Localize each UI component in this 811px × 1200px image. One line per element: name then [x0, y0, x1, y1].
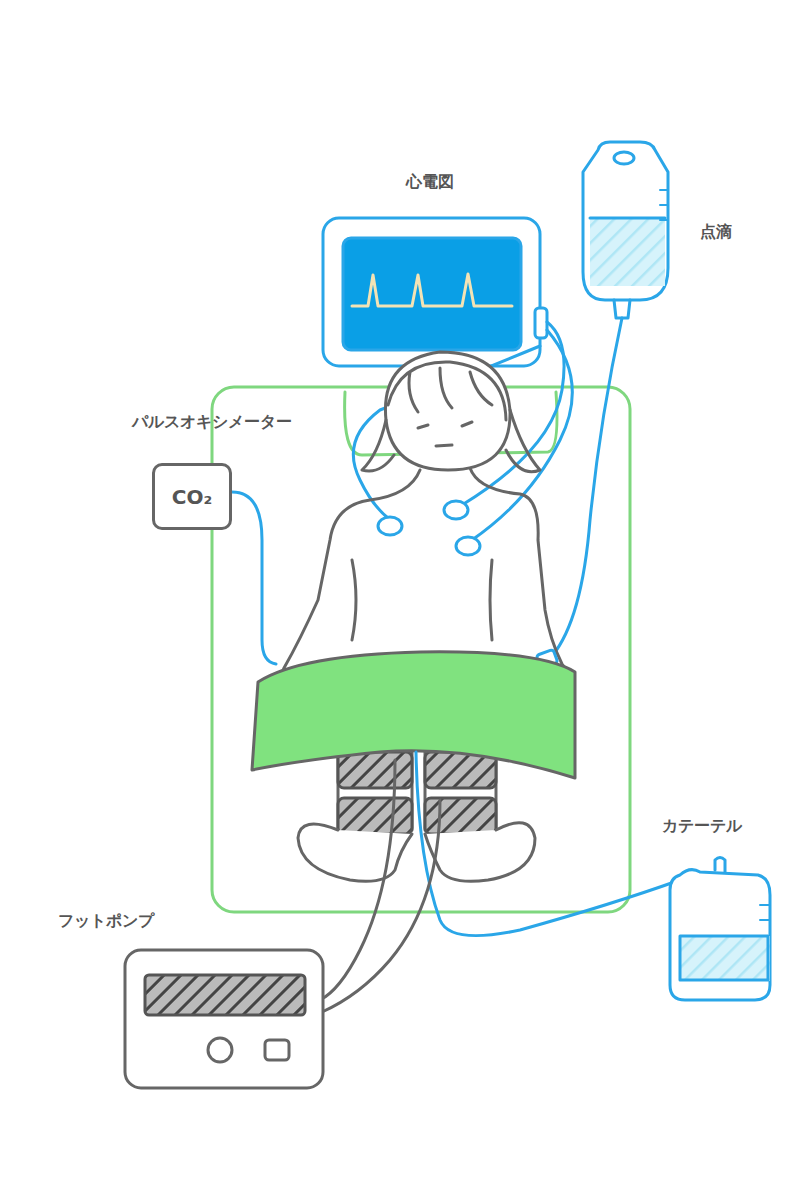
part-label: 心電図 [406, 172, 454, 191]
part-label: パルスオキシメーター [132, 412, 292, 431]
part-label: 点滴 [700, 222, 732, 241]
box-text: CO₂ [172, 485, 212, 509]
part-label: カテーテル [662, 816, 742, 835]
part-label: フットポンプ [58, 911, 154, 930]
sensor-box: CO₂ [152, 463, 232, 530]
